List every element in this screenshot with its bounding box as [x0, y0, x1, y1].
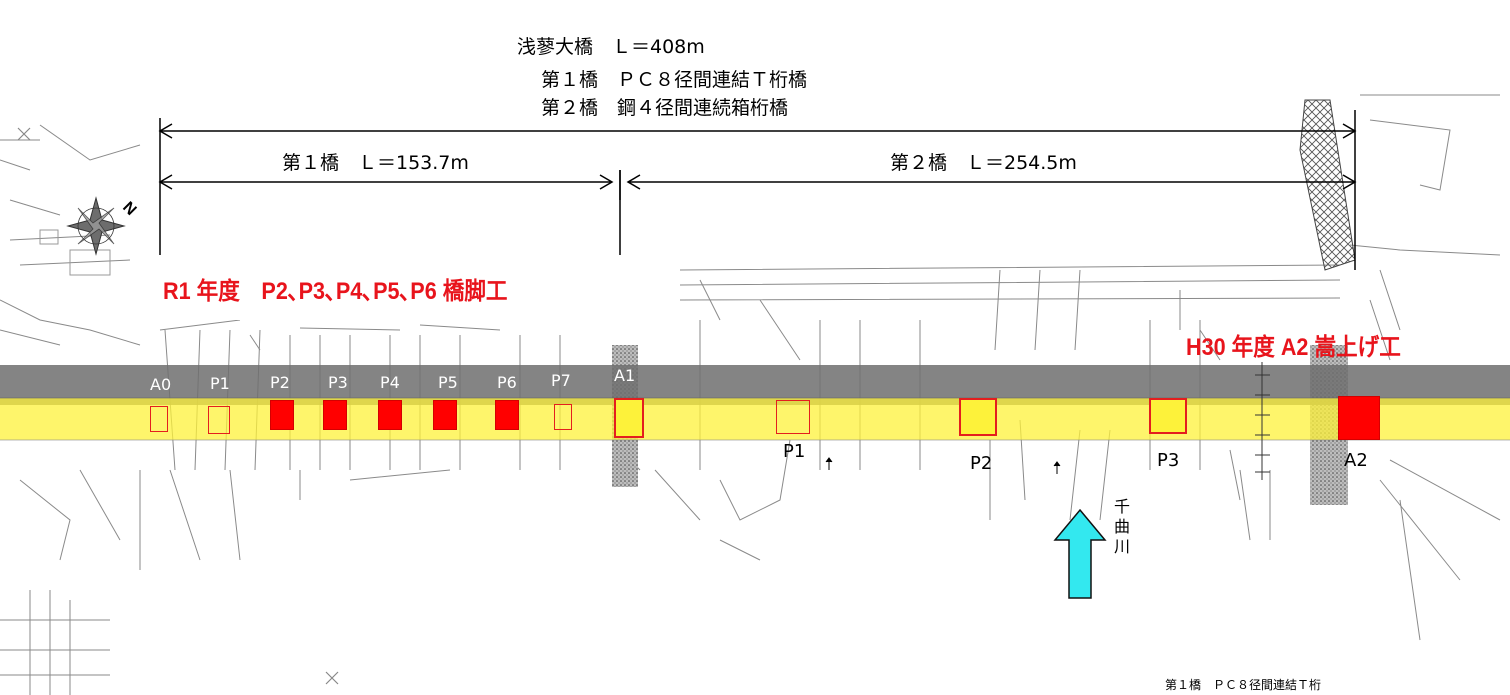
svg-text:N: N	[119, 199, 139, 219]
bridge-title: 浅蓼大橋 Ｌ＝408m	[517, 36, 705, 58]
pier-marker-p2	[270, 400, 294, 430]
flow-arrow-icon	[1053, 508, 1107, 599]
bottom-caption: 第１橋 ＰＣ８径間連結Ｔ桁	[1165, 678, 1322, 692]
r1-label-panel	[118, 262, 643, 320]
pier-marker-b2-p3	[1149, 398, 1187, 434]
flow-ticks	[825, 457, 1061, 474]
bridge1-type: 第１橋 ＰＣ８径間連結Ｔ桁橋	[541, 69, 808, 91]
grid-detail	[39, 229, 111, 276]
pier-marker-p6	[495, 400, 519, 430]
pier-label-p1: P1	[210, 374, 230, 393]
pier-label-b2-p2: P2	[970, 453, 993, 474]
pier-label-b2-p1: P1	[783, 441, 806, 462]
pier-label-p2: P2	[270, 373, 290, 392]
pier-marker-a0	[150, 406, 168, 432]
pier-marker-b2-p2	[959, 398, 997, 436]
pier-marker-p3	[323, 400, 347, 430]
h30-annotation: H30 年度 A2 嵩上げ工	[1186, 334, 1401, 361]
dimension-lines	[158, 110, 1357, 270]
pier-label-a1: A1	[614, 366, 636, 385]
pier-marker-p1	[208, 406, 230, 434]
r1-annotation: R1 年度 P2､P3､P4､P5､P6 橋脚工	[163, 278, 508, 305]
bridge1-span-label: 第１橋 Ｌ＝153.7m	[282, 152, 469, 174]
pier-marker-b2-p1	[776, 400, 810, 434]
pier-marker-b2-a2	[1338, 396, 1380, 440]
bridge2-type: 第２橋 鋼４径間連続箱桁橋	[541, 97, 789, 119]
pier-label-p6: P6	[497, 373, 517, 392]
column-ladder	[1255, 362, 1270, 480]
pier-label-b2-a2: A2	[1344, 450, 1368, 471]
pier-marker-p7	[554, 404, 572, 430]
pier-label-p3: P3	[328, 373, 348, 392]
pier-marker-p4	[378, 400, 402, 430]
pier-label-p4: P4	[380, 373, 400, 392]
pier-label-b2-p3: P3	[1157, 450, 1180, 471]
compass-rose-icon: N	[66, 196, 139, 256]
river-name: 千曲川	[1111, 498, 1130, 558]
pier-label-a0: A0	[150, 375, 172, 394]
bridge2-span-label: 第２橋 Ｌ＝254.5m	[890, 152, 1077, 174]
bridge-deck-band	[0, 398, 1510, 440]
pier-marker-a1	[614, 398, 644, 438]
cross-marks	[17, 127, 339, 685]
pier-marker-p5	[433, 400, 457, 430]
pier-label-p7: P7	[551, 371, 571, 390]
pier-label-p5: P5	[438, 373, 458, 392]
